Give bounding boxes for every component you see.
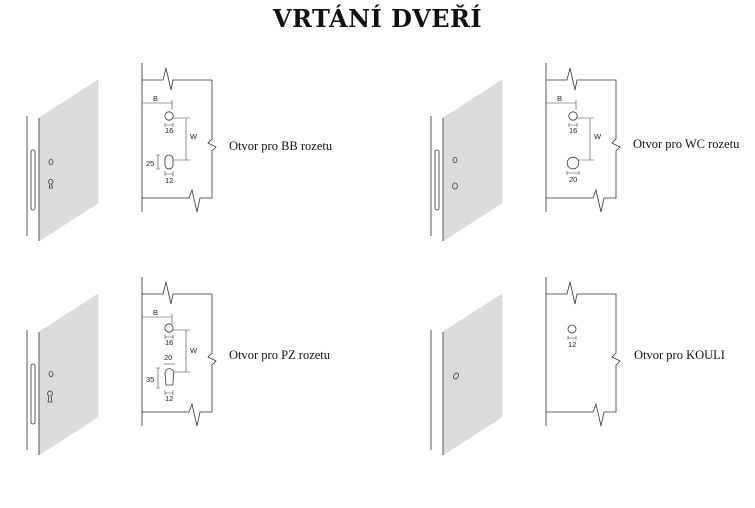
dim-hole: 12 [568, 340, 576, 349]
dim-lower-hole: 20 [569, 175, 577, 184]
dim-w-label: W [190, 132, 198, 141]
dim-b-label: B [153, 308, 158, 317]
dim-top-hole: 16 [165, 126, 173, 135]
door-illustration [430, 79, 503, 242]
panel-kouli: 12 Otvor pro KOULI [430, 277, 725, 456]
dim-lower-height: 35 [146, 375, 154, 384]
dim-lower-height: 25 [146, 159, 154, 168]
door-illustration [26, 79, 99, 242]
label-kouli: Otvor pro KOULI [634, 348, 725, 362]
door-illustration [430, 293, 503, 456]
panel-wc: B 16 W 20 Otvor pro WC rozetu [430, 63, 740, 242]
drilling-schematic: B 16 W 20 35 12 [141, 277, 217, 427]
dim-top-hole: 16 [165, 338, 173, 347]
drilling-schematic: B 16 W 20 [545, 63, 621, 213]
dim-b-label: B [153, 94, 158, 103]
dim-w-label: W [594, 132, 602, 141]
door-illustration [26, 293, 99, 456]
dim-b-label: B [557, 94, 562, 103]
drilling-schematic: 12 [545, 277, 621, 427]
dim-top-hole: 16 [569, 126, 577, 135]
dim-lower-width: 12 [165, 394, 173, 403]
page-title: VRTÁNÍ DVEŘÍ [272, 4, 483, 33]
label-bb: Otvor pro BB rozetu [229, 139, 333, 153]
panel-bb: B 16 W 25 12 Otvor pro BB rozetu [26, 63, 333, 242]
panel-pz: B 16 W 20 35 12 Otvor pro PZ rozetu [26, 277, 331, 456]
label-pz: Otvor pro PZ rozetu [229, 348, 331, 362]
dim-w-label: W [190, 346, 198, 355]
dim-lower-width: 12 [165, 176, 173, 185]
label-wc: Otvor pro WC rozetu [633, 137, 740, 151]
dim-lower-top: 20 [164, 353, 172, 362]
drilling-schematic: B 16 W 25 12 [141, 63, 217, 213]
